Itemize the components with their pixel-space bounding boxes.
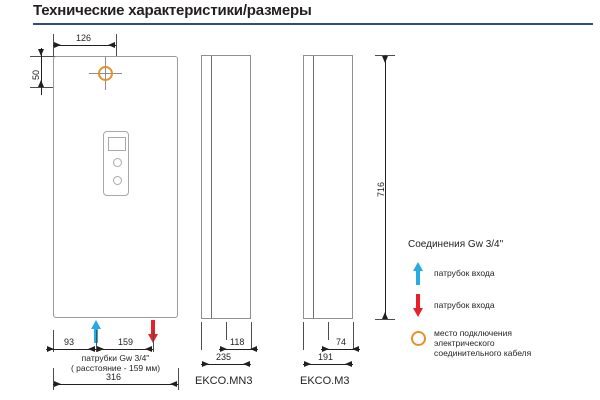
dim-line-716	[385, 55, 386, 319]
page-title: Технические характеристики/размеры	[33, 2, 312, 19]
dim-line-126	[53, 45, 116, 46]
legend-heading: Соединения Gw 3/4"	[408, 239, 504, 250]
dim-arrow-191-left	[304, 361, 311, 367]
ext-line-mn3-right	[251, 322, 252, 350]
side-view-mn3	[201, 55, 251, 319]
dim-label-191: 191	[318, 352, 334, 362]
dim-label-126: 126	[76, 33, 92, 43]
legend-item-cable-line3: соединительного кабеля	[434, 348, 532, 358]
legend-item-cable-line1: место подключения	[434, 328, 512, 338]
ext-line-716-bottom	[375, 319, 395, 320]
side-view-m3	[303, 55, 353, 319]
legend-item-cable-line2: электрического	[434, 338, 495, 348]
dim-arrow-235-left	[202, 361, 209, 367]
port-note-line2: ( расстояние - 159 мм)	[70, 363, 161, 373]
dim-label-118: 118	[230, 337, 245, 347]
dim-label-50: 50	[31, 69, 41, 80]
arrow-down-icon	[413, 308, 423, 317]
legend-inlet-shaft	[416, 270, 420, 285]
ext-line-m3-left	[303, 322, 304, 350]
dim-line-93	[46, 349, 96, 350]
legend-item-inlet-label: патрубок входа	[434, 268, 495, 278]
dim-line-74	[321, 349, 360, 350]
legend-outlet-arrow	[413, 294, 423, 317]
ext-line-mn3-left	[201, 322, 202, 350]
dim-line-191	[303, 364, 353, 365]
button-lower[interactable]	[113, 176, 122, 185]
dim-label-74: 74	[336, 337, 347, 347]
dim-line-235	[201, 364, 251, 365]
ext-line-316-left	[53, 368, 54, 390]
dim-arrow-126-right	[108, 42, 115, 48]
dim-line-50	[41, 48, 42, 95]
ext-line-93-left	[53, 330, 54, 352]
side-view-mn3-label: EKCO.MN3	[195, 375, 253, 387]
dim-arrow-191-right	[345, 361, 352, 367]
ext-line-50-top	[30, 56, 56, 57]
ext-line-m3-mid	[328, 322, 329, 340]
ext-line-316-right	[178, 368, 179, 390]
ext-line-outlet	[153, 330, 154, 352]
dim-line-316	[53, 384, 178, 385]
dim-arrow-159-right	[145, 346, 152, 352]
dim-arrow-716-top	[382, 56, 388, 63]
ext-line-mn3-mid	[226, 322, 227, 340]
side-view-m3-split	[313, 56, 314, 318]
dim-label-716: 716	[376, 181, 386, 197]
circle-outline-icon	[411, 331, 426, 346]
dim-arrow-716-bottom	[382, 312, 388, 319]
ext-line-inlet	[96, 330, 97, 352]
dim-arrow-316-left	[54, 381, 61, 387]
dim-arrow-50-bottom	[38, 80, 44, 87]
dim-arrow-235-right	[243, 361, 250, 367]
dim-arrow-118-right	[250, 346, 257, 352]
legend-inlet-arrow	[413, 262, 423, 285]
side-view-m3-label: EKCO.M3	[300, 375, 350, 387]
title-underline	[33, 23, 593, 25]
control-panel	[103, 131, 129, 196]
ext-line-50-bottom	[30, 87, 56, 88]
ext-line-m3-right	[353, 322, 354, 350]
legend-outlet-shaft	[416, 294, 420, 309]
cable-connection-marker	[98, 66, 113, 81]
dim-arrow-93-left	[47, 346, 54, 352]
dim-label-93: 93	[64, 337, 75, 347]
side-view-mn3-split	[211, 56, 212, 318]
dim-label-235: 235	[216, 352, 232, 362]
dim-arrow-159-left	[97, 346, 104, 352]
button-upper[interactable]	[113, 158, 122, 167]
dim-arrow-126-left	[54, 42, 61, 48]
arrow-down-shaft	[151, 320, 155, 335]
dim-arrow-74-left	[322, 346, 329, 352]
dim-label-159: 159	[118, 337, 134, 347]
arrow-up-icon	[413, 262, 423, 271]
dim-arrow-74-right	[352, 346, 359, 352]
dim-line-118	[219, 349, 258, 350]
arrow-up-icon	[91, 320, 101, 329]
legend-item-outlet-label: патрубок входа	[434, 300, 495, 310]
dim-arrow-50-top	[38, 49, 44, 56]
dim-label-316: 316	[106, 372, 122, 382]
dim-arrow-93-right	[88, 346, 95, 352]
dim-arrow-118-left	[220, 346, 227, 352]
port-note-line1: патрубки Gw 3/4"	[81, 353, 150, 363]
dim-arrow-316-right	[170, 381, 177, 387]
display-screen	[108, 137, 126, 151]
ext-line-126-right	[116, 34, 117, 56]
dim-line-159	[96, 349, 153, 350]
